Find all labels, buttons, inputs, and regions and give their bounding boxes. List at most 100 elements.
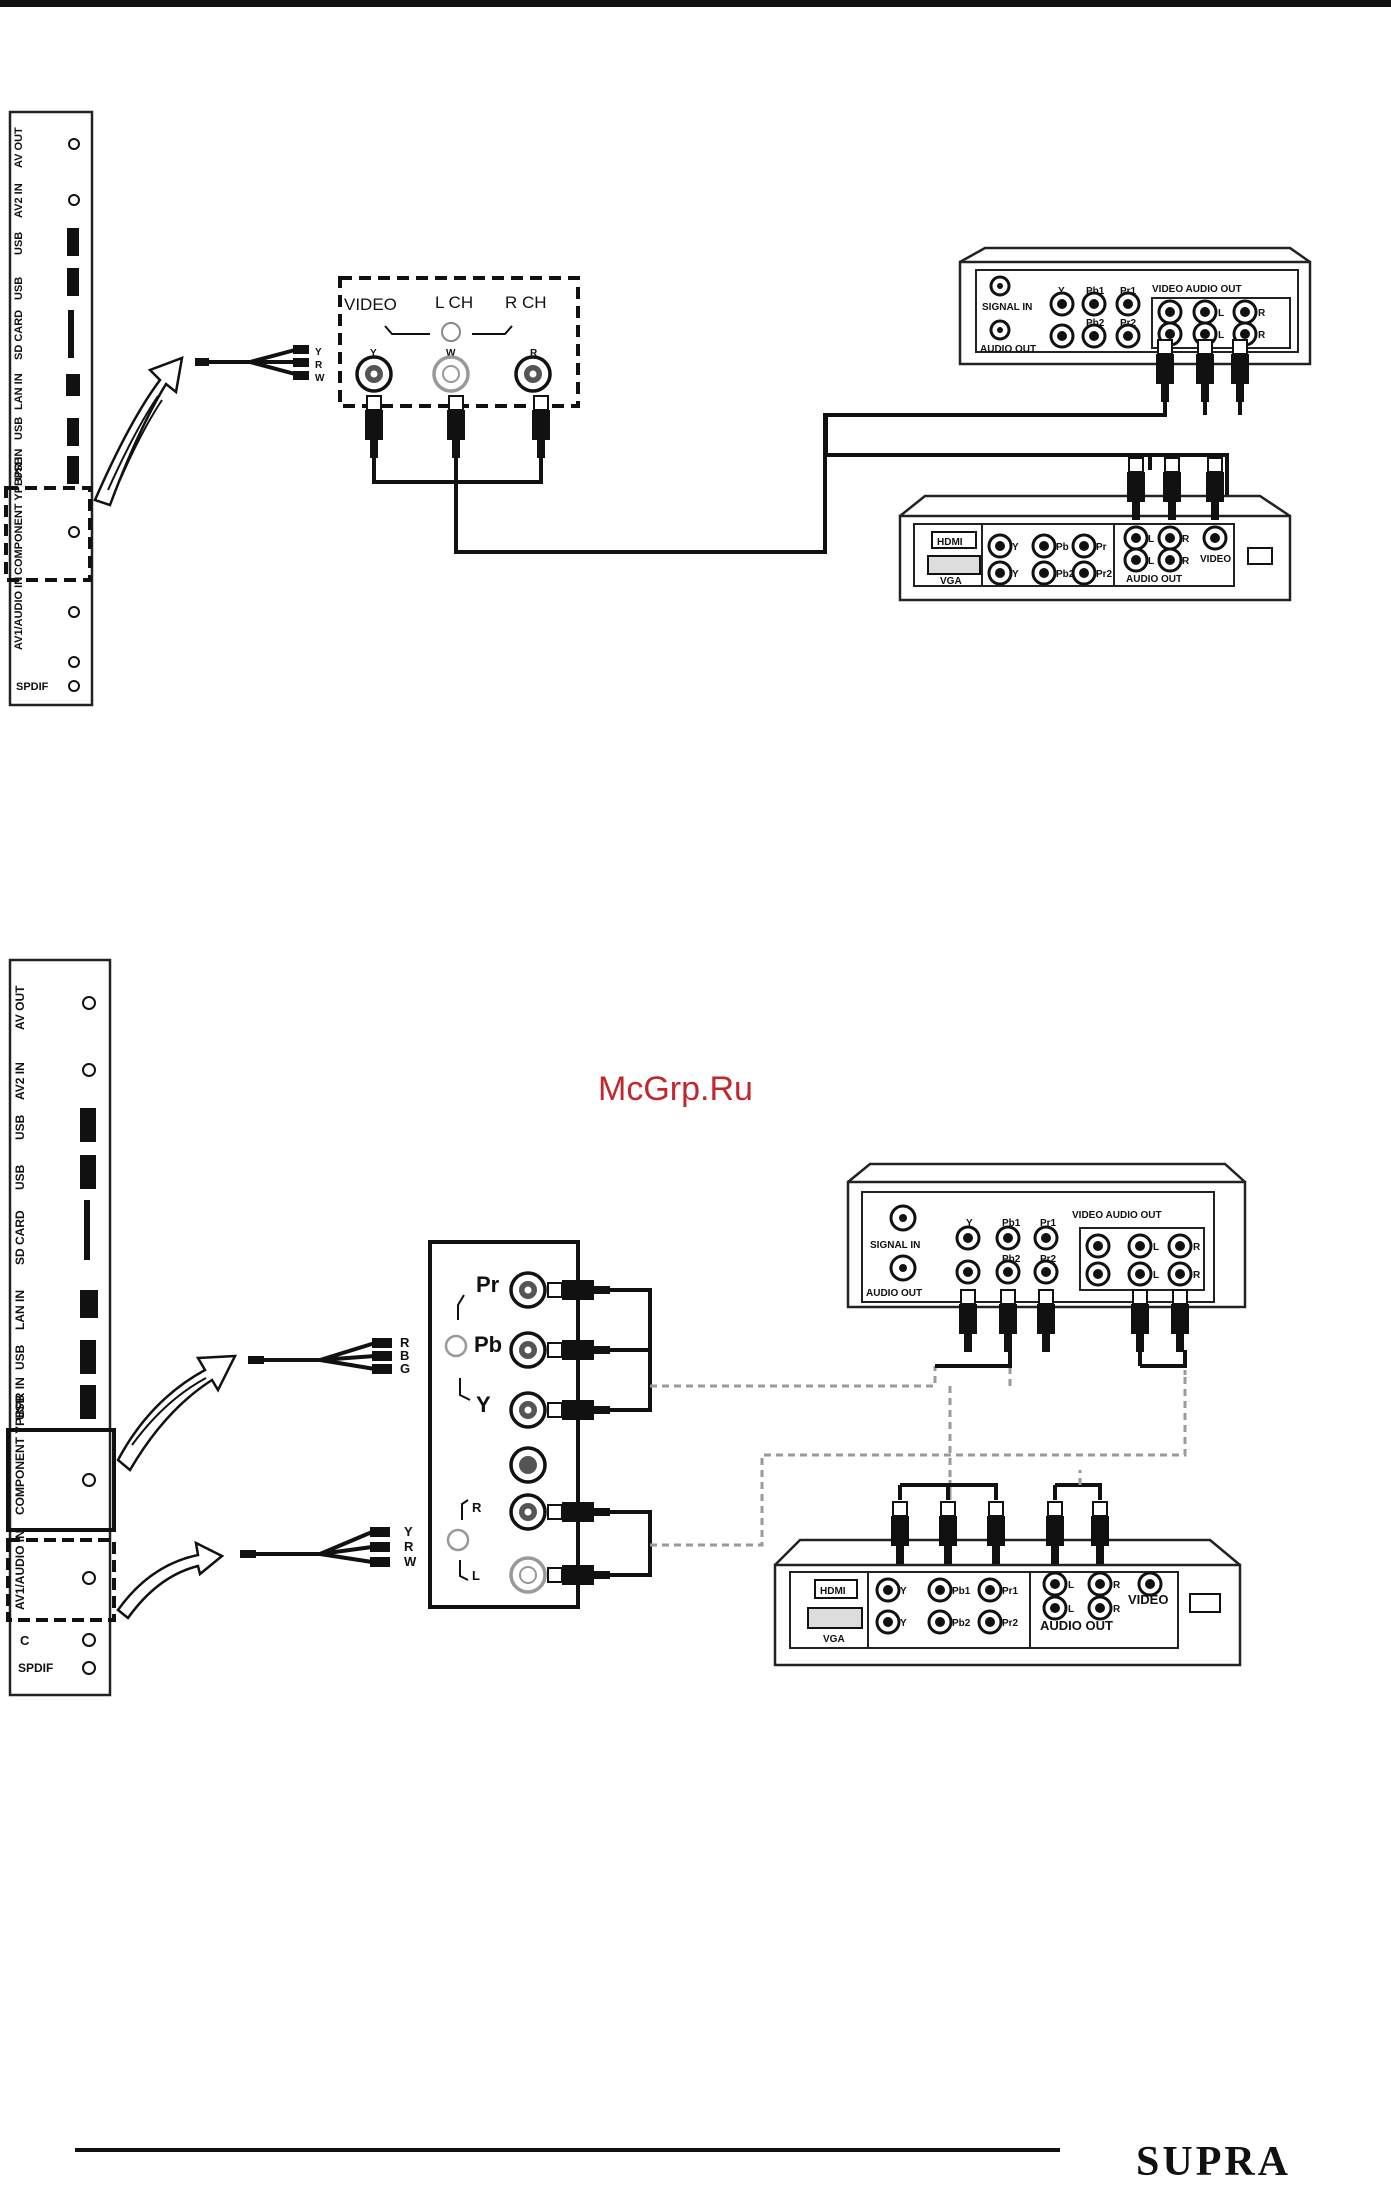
label-usb: USB <box>13 232 25 255</box>
label-w: W <box>446 348 456 359</box>
label-av2-in: AV2 IN <box>13 1062 27 1100</box>
arrow-icon <box>93 356 184 507</box>
arrow-icon <box>116 1540 225 1620</box>
plug <box>1170 1289 1190 1353</box>
label-av2-in: AV2 IN <box>13 183 25 218</box>
label-l: L <box>472 1568 480 1583</box>
label-r: R <box>1113 1604 1121 1615</box>
label-audio-out: AUDIO OUT <box>980 344 1036 355</box>
label-audio-out: AUDIO OUT <box>1126 574 1182 585</box>
cable-tag-g: G <box>400 1361 410 1376</box>
plug <box>547 1279 611 1301</box>
cable-tag-w: W <box>315 373 325 384</box>
label-usb: USB <box>13 1164 27 1190</box>
jack-audio-r <box>509 1493 547 1531</box>
label-y: Y <box>900 1618 907 1629</box>
jack-red <box>514 355 552 393</box>
jack-pb <box>509 1331 547 1369</box>
label-pr2: Pr2 <box>1002 1618 1019 1629</box>
jack-box-2: Pr Pb Y R L <box>428 1240 652 1609</box>
plug <box>547 1564 611 1586</box>
label-component-in: COMPONENT YPBPR IN <box>13 1377 27 1515</box>
label-l: L <box>1068 1604 1074 1615</box>
label-signal-in: SIGNAL IN <box>870 1240 920 1251</box>
label-r: R <box>1182 556 1190 567</box>
plug <box>531 395 551 459</box>
label-pr1: Pr1 <box>1040 1218 1057 1229</box>
label-l: L <box>1153 1242 1159 1253</box>
label-pr: Pr <box>476 1272 500 1297</box>
label-usb: USB <box>13 1344 27 1370</box>
label-r: R <box>1258 308 1266 319</box>
label-spdif: SPDIF <box>16 681 49 693</box>
label-r: R <box>472 1500 482 1515</box>
label-l: L <box>1148 556 1154 567</box>
label-pb2: Pb2 <box>1002 1254 1021 1265</box>
cable-tag-w: W <box>404 1554 417 1569</box>
label-component-in: COMPONENT YPBPR IN <box>13 449 25 575</box>
label-audio-out: AUDIO OUT <box>1040 1618 1113 1633</box>
label-vga: VGA <box>940 576 962 587</box>
label-r: R <box>1193 1270 1201 1281</box>
label-video: VIDEO <box>1200 554 1231 565</box>
label-av-out: AV OUT <box>13 985 27 1030</box>
label-hdmi: HDMI <box>820 1586 846 1597</box>
label-pr1: Pr1 <box>1120 286 1137 297</box>
watermark: McGrp.Ru <box>598 1070 753 1108</box>
label-usb: USB <box>13 277 25 300</box>
brand-logo: SUPRA <box>1136 2139 1292 2185</box>
label-pb: Pb <box>1056 542 1069 553</box>
label-video: VIDEO <box>1128 1592 1168 1607</box>
label-usb: USB <box>13 1394 27 1420</box>
jack-white <box>432 355 470 393</box>
tv-side-panel-1: AV OUT AV2 IN USB USB SD CARD LAN IN USB… <box>4 110 94 707</box>
label-pb1: Pb1 <box>1002 1218 1021 1229</box>
plug <box>446 395 466 459</box>
label-sd-card: SD CARD <box>13 1210 27 1265</box>
splitter-cable-2: R B G <box>248 1335 410 1376</box>
top-border <box>0 0 1391 7</box>
label-pr1: Pr1 <box>1002 1586 1019 1597</box>
label-l: L <box>1068 1580 1074 1591</box>
plug <box>547 1339 611 1361</box>
label-l: L <box>1148 534 1154 545</box>
cable-tag-r: R <box>315 360 323 371</box>
component-in-highlight <box>4 486 92 582</box>
audio-in-highlight <box>6 1538 116 1622</box>
label-y: Y <box>966 1218 973 1229</box>
label-usb: USB <box>13 417 25 440</box>
label-pb: Pb <box>474 1332 502 1357</box>
label-video-audio-out: VIDEO AUDIO OUT <box>1072 1210 1162 1221</box>
label-signal-in: SIGNAL IN <box>982 302 1032 313</box>
tv-side-panel-2: AV OUT AV2 IN USB USB SD CARD LAN IN USB… <box>6 958 116 1697</box>
plug <box>1230 339 1250 403</box>
label-spdif: SPDIF <box>18 1661 53 1675</box>
splitter-cable-1: Y R W <box>195 345 325 384</box>
label-r-ch: R CH <box>505 293 547 312</box>
label-pr2: Pr2 <box>1120 318 1137 329</box>
label-sd-card: SD CARD <box>13 310 25 360</box>
splitter-cable-3: Y R W <box>240 1524 417 1569</box>
footer-rule <box>75 2148 1060 2152</box>
label-y: Y <box>476 1392 491 1417</box>
upper-device-2: SIGNAL IN AUDIO OUT Y Pb1 Pr1 Pb2 Pr2 VI… <box>846 1162 1247 1353</box>
wire <box>650 1366 952 1500</box>
label-pr2: Pr2 <box>1096 569 1113 580</box>
label-r: R <box>1193 1242 1201 1253</box>
label-lan-in: LAN IN <box>13 373 25 410</box>
lower-device-1: HDMI VGA Y Pb Pr Y Pb2 Pr2 L R L R AUDIO… <box>898 457 1292 602</box>
jack-video <box>355 355 393 393</box>
plug <box>1130 1289 1150 1353</box>
upper-device-1: SIGNAL IN AUDIO OUT Y Pb1 Pr1 Pb2 Pr2 VI… <box>958 246 1312 403</box>
plug <box>364 395 384 459</box>
plug <box>1155 339 1175 403</box>
cable-tag-r: R <box>400 1335 410 1350</box>
label-av1-audio-in: AV1/AUDIO IN <box>13 1530 27 1610</box>
jack-audio-l <box>509 1556 547 1594</box>
label-r: R <box>1113 1580 1121 1591</box>
label-y: Y <box>1058 286 1065 297</box>
label-r: R <box>530 348 538 359</box>
plug <box>958 1289 978 1353</box>
jack-spare <box>509 1446 547 1484</box>
